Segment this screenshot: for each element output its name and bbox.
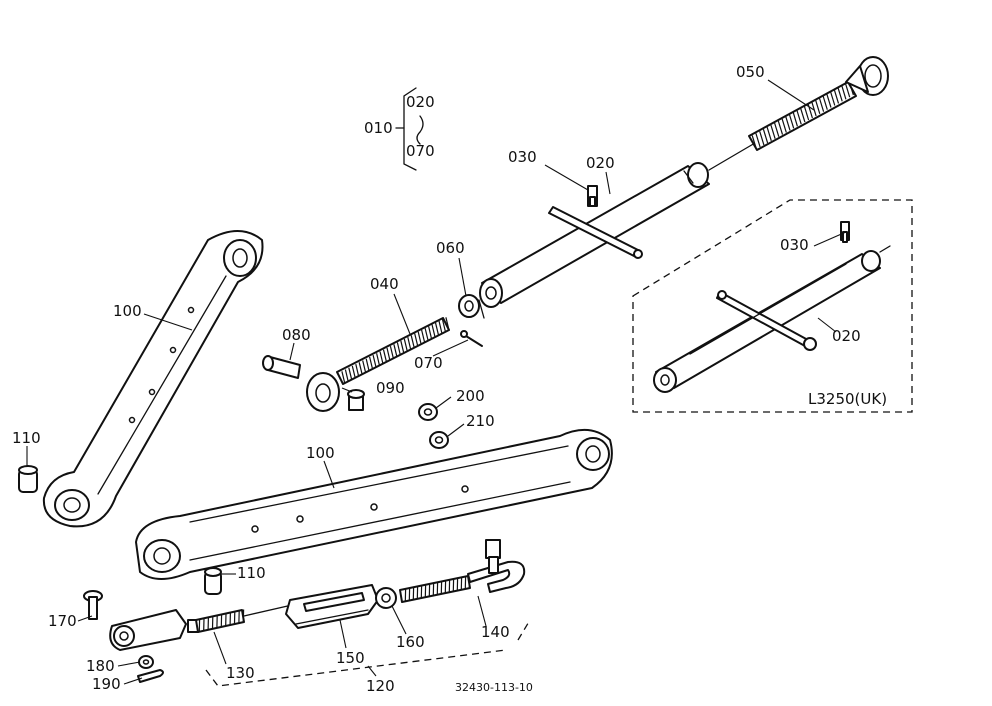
figure-code: 32430-113-10 [455, 681, 533, 694]
label-070: 070 [414, 354, 443, 372]
label-070-bracket: 070 [406, 142, 435, 160]
turnbuckle-150 [285, 584, 379, 629]
label-130: 130 [226, 664, 255, 682]
bolt-170 [83, 590, 103, 620]
nut-160 [375, 587, 397, 609]
split-pin-070 [460, 330, 483, 347]
label-110-right: 110 [237, 564, 266, 582]
threaded-rod-050 [748, 56, 889, 151]
label-190: 190 [92, 675, 121, 693]
label-030-uk: 030 [780, 236, 809, 254]
hook-140 [399, 539, 526, 603]
threaded-rod-040 [306, 317, 450, 412]
washer-210 [429, 431, 449, 449]
label-180: 180 [86, 657, 115, 675]
leader-lines [26, 79, 847, 685]
pin-090 [347, 389, 365, 411]
pin-110-left [18, 465, 38, 493]
label-140: 140 [481, 623, 510, 641]
uk-variant-label: L3250(UK) [808, 390, 888, 408]
nut-200 [418, 403, 438, 421]
threaded-rod-130 [195, 609, 245, 633]
label-030-top: 030 [508, 148, 537, 166]
pin-110-right [204, 567, 222, 595]
lock-nut-060 [458, 294, 485, 319]
label-020-bracket: 020 [406, 93, 435, 111]
label-020-uk: 020 [832, 327, 861, 345]
top-link-handle-bar [548, 206, 643, 259]
label-080: 080 [282, 326, 311, 344]
label-010: 010 [364, 119, 393, 137]
uk-handle-bar [716, 290, 817, 351]
label-200: 200 [456, 387, 485, 405]
lower-link-bottom [135, 429, 613, 580]
label-060: 060 [436, 239, 465, 257]
label-020-top: 020 [586, 154, 615, 172]
label-100-left: 100 [113, 302, 142, 320]
label-100-lower: 100 [306, 444, 335, 462]
label-210: 210 [466, 412, 495, 430]
grease-nipple-top [587, 185, 598, 207]
washer-180 [138, 655, 154, 669]
pin-080 [262, 355, 301, 379]
label-050: 050 [736, 63, 765, 81]
label-120: 120 [366, 677, 395, 695]
label-170: 170 [48, 612, 77, 630]
label-040: 040 [370, 275, 399, 293]
clevis-130 [109, 609, 199, 651]
label-110-left: 110 [12, 429, 41, 447]
lower-link-left [42, 230, 264, 528]
label-090: 090 [376, 379, 405, 397]
label-150: 150 [336, 649, 365, 667]
label-160: 160 [396, 633, 425, 651]
split-pin-190 [137, 669, 164, 683]
